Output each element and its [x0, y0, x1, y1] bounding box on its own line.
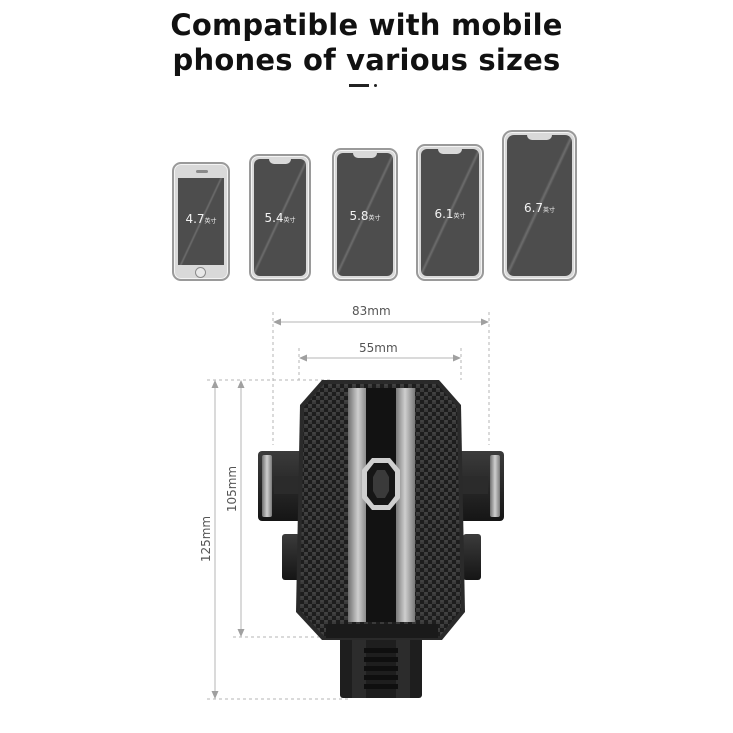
phone-notch — [527, 135, 552, 140]
phone-screen: 5.4英寸 — [254, 159, 306, 276]
phone-5-8: 5.8英寸 — [332, 148, 398, 281]
headline-line-1: Compatible with mobile — [170, 8, 563, 42]
dimension-arrows — [211, 318, 489, 699]
phone-size-label: 5.8英寸 — [349, 209, 381, 223]
phone-speaker — [196, 170, 208, 173]
phone-5-4: 5.4英寸 — [249, 154, 311, 281]
headline-line-2: phones of various sizes — [172, 43, 561, 77]
dimension-lines — [207, 312, 490, 700]
phone-4-7: 4.7英寸 — [172, 162, 230, 281]
inner-width-label: 55mm — [359, 341, 398, 355]
outer-height-label: 125mm — [199, 515, 213, 563]
phone-size-label: 5.4英寸 — [264, 211, 296, 225]
holder-base-clamp — [340, 632, 422, 698]
phone-screen: 6.1英寸 — [421, 149, 479, 276]
phone-size-label: 4.7英寸 — [185, 212, 217, 226]
phone-screen: 6.7英寸 — [507, 135, 572, 276]
phone-notch — [438, 149, 462, 154]
home-button-icon — [195, 267, 206, 278]
outer-width-label: 83mm — [352, 304, 391, 318]
headline-underline — [349, 84, 369, 87]
headline-dot — [374, 84, 377, 87]
phone-6-1: 6.1英寸 — [416, 144, 484, 281]
phone-screen: 4.7英寸 — [178, 178, 224, 265]
phone-6-7: 6.7英寸 — [502, 130, 577, 281]
headline: Compatible with mobile phones of various… — [0, 8, 733, 78]
phone-size-label: 6.7英寸 — [523, 201, 556, 215]
phone-size-lineup: 4.7英寸 5.4英寸 5.8英寸 6.1英寸 — [0, 0, 733, 300]
inner-height-label: 105mm — [225, 465, 239, 513]
holder-body — [296, 380, 465, 640]
phone-notch — [269, 159, 291, 164]
phone-size-label: 6.1英寸 — [434, 207, 466, 221]
phone-notch — [353, 153, 377, 158]
lower-side-grips — [282, 534, 481, 580]
phone-screen: 5.8英寸 — [337, 153, 393, 276]
upper-side-grips — [258, 451, 504, 521]
